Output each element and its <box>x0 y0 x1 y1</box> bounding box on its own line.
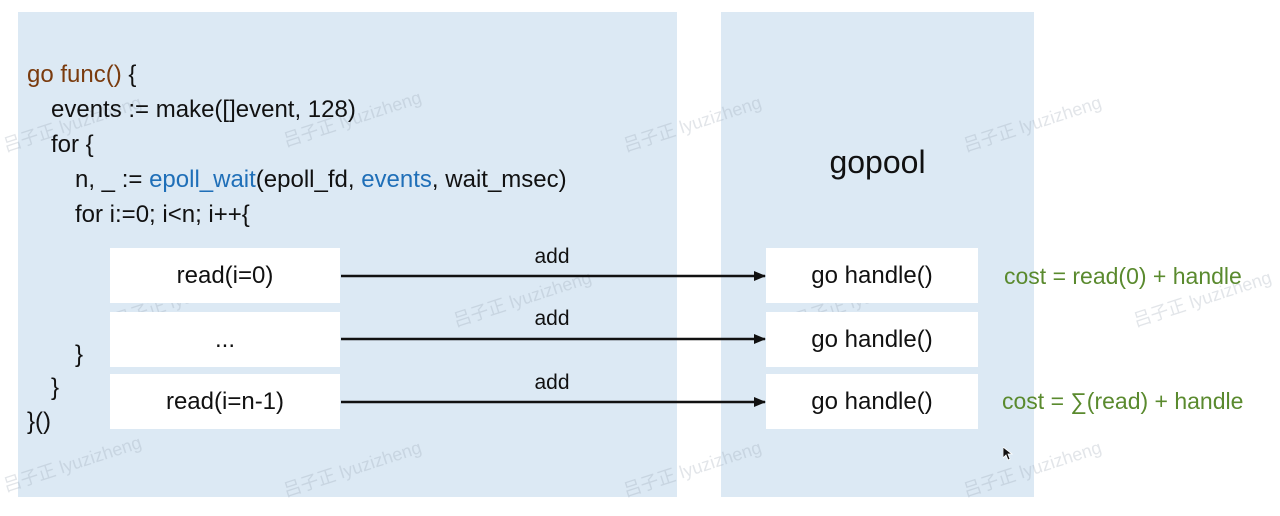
epoll-args-start: (epoll_fd, <box>255 166 362 193</box>
code-line-close-outer: } <box>51 374 60 401</box>
epoll-assign: n, _ := <box>75 166 150 193</box>
handle-box-first: go handle() <box>766 248 978 303</box>
epoll-args-end: , wait_msec) <box>431 166 567 193</box>
add-label-last: add <box>534 371 570 394</box>
read-box-first: read(i=0) <box>110 248 340 303</box>
code-line-inner-for: for i:=0; i<n; i++{ <box>75 201 250 228</box>
open-brace: { <box>128 61 137 88</box>
add-label-middle: add <box>534 307 570 330</box>
events-arg: events <box>361 166 432 193</box>
read-box-ellipsis: ... <box>110 312 340 367</box>
go-func-keyword: go func() <box>27 61 129 88</box>
code-line-for-loop: for { <box>51 131 94 158</box>
read-box-last: read(i=n-1) <box>110 374 340 429</box>
code-line-go-func: go func() { <box>27 60 136 90</box>
handle-box-last: go handle() <box>766 374 978 429</box>
mouse-cursor-icon <box>1003 447 1013 461</box>
code-line-close-inner: } <box>75 341 84 368</box>
code-line-make-events: events := make([]event, 128) <box>51 96 356 123</box>
handle-box-middle: go handle() <box>766 312 978 367</box>
gopool-title: gopool <box>829 144 926 180</box>
cost-first: cost = read(0) + handle <box>1004 263 1242 289</box>
code-line-close-func: }() <box>27 408 51 435</box>
add-label-first: add <box>534 245 570 268</box>
code-line-epoll-wait: n, _ := epoll_wait(epoll_fd, events, wai… <box>75 165 567 195</box>
cost-last: cost = ∑(read) + handle <box>1002 388 1244 414</box>
epoll-wait-fn: epoll_wait <box>149 166 256 193</box>
